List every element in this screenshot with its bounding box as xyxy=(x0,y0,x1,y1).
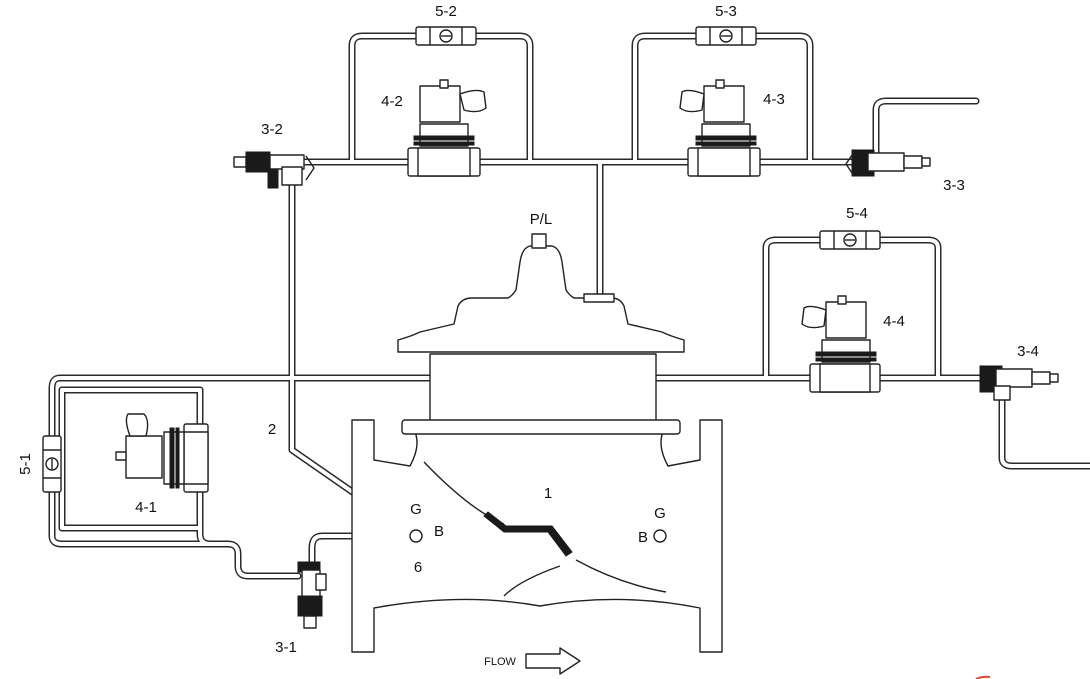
label-4-1: 4-1 xyxy=(135,499,157,516)
needle-valve-5-4 xyxy=(819,230,881,250)
position-indicator xyxy=(531,233,547,249)
label-5-2: 5-2 xyxy=(435,3,457,20)
gauge-port-right-icon xyxy=(653,529,667,543)
label-flow: FLOW xyxy=(484,656,516,668)
label-3-1: 3-1 xyxy=(275,639,297,656)
label-g-left: G xyxy=(410,501,422,518)
needle-valve-5-3 xyxy=(695,26,757,46)
solenoid-valve-4-2 xyxy=(407,79,487,177)
flow-arrow-icon xyxy=(525,647,581,675)
label-4-2: 4-2 xyxy=(381,93,403,110)
label-3-2: 3-2 xyxy=(261,121,283,138)
label-3-3: 3-3 xyxy=(943,177,965,194)
label-p-l: P/L xyxy=(530,211,553,228)
needle-valve-5-2 xyxy=(415,26,477,46)
valve-cover xyxy=(429,353,657,423)
label-5-3: 5-3 xyxy=(715,3,737,20)
valve-actuator xyxy=(397,245,685,353)
ball-cock-3-2 xyxy=(233,151,315,189)
label-6: 6 xyxy=(414,559,422,576)
label-4-4: 4-4 xyxy=(883,313,905,330)
solenoid-valve-4-4 xyxy=(801,295,881,393)
label-3-4: 3-4 xyxy=(1017,343,1039,360)
gauge-port-left-icon xyxy=(409,529,423,543)
label-g-right: G xyxy=(654,505,666,522)
label-5-4: 5-4 xyxy=(846,205,868,222)
main-valve xyxy=(351,233,723,653)
ball-cock-3-1 xyxy=(297,561,327,629)
valve-disc xyxy=(483,511,573,557)
label-b-left: B xyxy=(434,523,444,540)
needle-valve-5-1 xyxy=(42,435,62,493)
ball-cock-3-4 xyxy=(979,365,1059,401)
label-b-right: B xyxy=(638,529,648,546)
ball-cock-3-3 xyxy=(845,149,931,177)
label-1: 1 xyxy=(544,485,552,502)
solenoid-valve-4-1 xyxy=(115,413,209,493)
label-2: 2 xyxy=(268,421,276,438)
solenoid-valve-4-3 xyxy=(679,79,761,177)
label-4-3: 4-3 xyxy=(763,91,785,108)
label-5-1: 5-1 xyxy=(17,453,34,475)
